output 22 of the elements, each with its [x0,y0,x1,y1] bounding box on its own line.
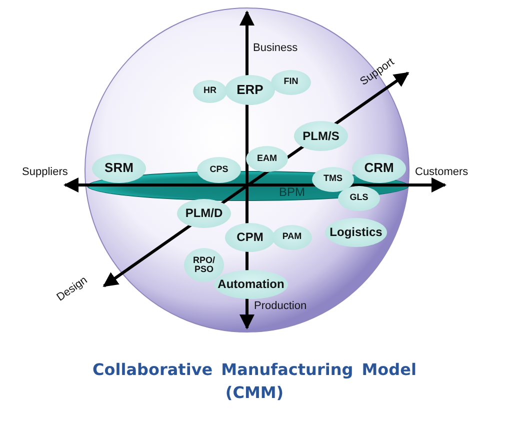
node-label: CPM [236,230,264,244]
node-label: BPM [278,186,305,199]
node-label: GLS [350,193,368,203]
axis-label: Production [254,300,307,312]
node-label: CRM [364,161,394,175]
node-label: RPO/ PSO [192,256,216,274]
node-label: HR [204,86,216,96]
node-label: TMS [324,174,342,184]
node-label: PLM/D [185,206,223,220]
axis-label: Business [253,42,298,54]
node-label: EAM [257,154,277,164]
axis-label: Customers [415,166,468,178]
axis-label: Suppliers [22,166,68,178]
node-label: PAM [282,232,302,242]
node-label: PLM/S [302,130,340,142]
node-label: SRM [104,161,134,175]
node-label: CPS [210,165,228,175]
node-label: Logistics [330,226,382,238]
title: Collaborative Manufacturing Model (CMM) [92,359,418,404]
node-label: ERP [236,83,264,97]
node-label: FIN [284,77,298,87]
node-label: Automation [218,278,284,290]
